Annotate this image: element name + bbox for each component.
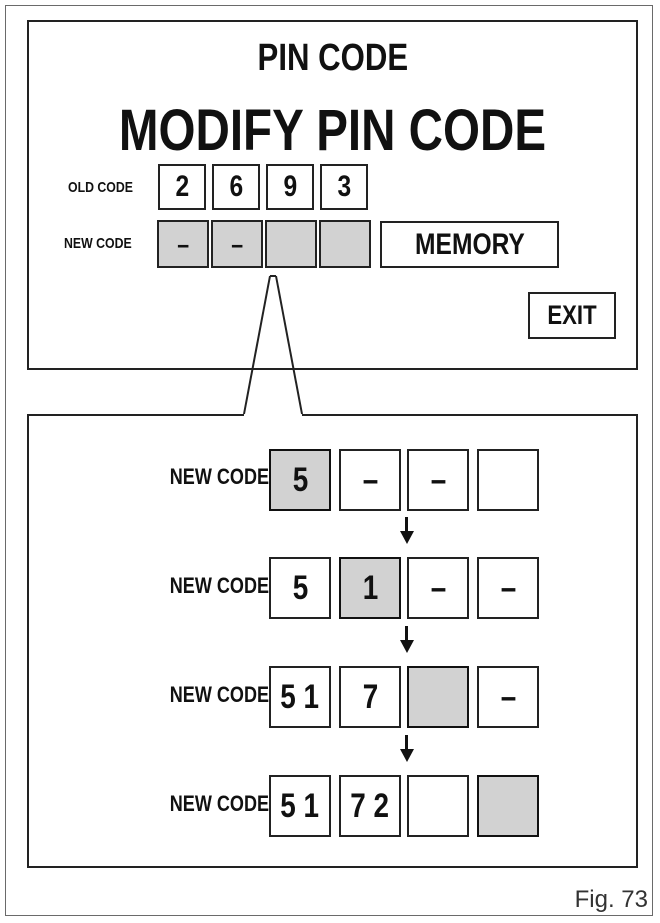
figure-label: Fig. 73 — [574, 886, 648, 913]
step-2-label: NEW CODE — [169, 573, 269, 598]
old-code-digit-4: 3 — [320, 164, 368, 210]
step-1-label: NEW CODE — [169, 464, 269, 489]
old-code-label: OLD CODE — [68, 179, 133, 196]
step-1-digit-4 — [477, 449, 539, 511]
exit-button[interactable]: EXIT — [528, 292, 616, 339]
step-4-digit-2: 7 2 — [339, 775, 401, 837]
step-1-digit-2: – — [339, 449, 401, 511]
old-code-digit-3: 9 — [266, 164, 314, 210]
screen-heading: MODIFY PIN CODE — [118, 98, 547, 163]
step-3-digit-4: – — [477, 666, 539, 728]
old-code-digit-1: 2 — [158, 164, 206, 210]
step-2-digit-2: 1 — [339, 557, 401, 619]
memory-button[interactable]: MEMORY — [380, 221, 559, 268]
new-code-label: NEW CODE — [64, 235, 132, 252]
new-code-digit-2[interactable]: – — [211, 220, 263, 268]
step-4-label: NEW CODE — [169, 791, 269, 816]
step-2-digit-1: 5 — [269, 557, 331, 619]
step-3-label: NEW CODE — [169, 682, 269, 707]
screen-title: PIN CODE — [257, 37, 408, 79]
step-3-digit-1: 5 1 — [269, 666, 331, 728]
step-1-digit-1: 5 — [269, 449, 331, 511]
new-code-digit-3[interactable] — [265, 220, 317, 268]
new-code-digit-4[interactable] — [319, 220, 371, 268]
step-4-digit-4 — [477, 775, 539, 837]
step-3-digit-3 — [407, 666, 469, 728]
new-code-digit-1[interactable]: – — [157, 220, 209, 268]
step-4-digit-1: 5 1 — [269, 775, 331, 837]
old-code-digit-2: 6 — [212, 164, 260, 210]
step-1-digit-3: – — [407, 449, 469, 511]
step-3-digit-2: 7 — [339, 666, 401, 728]
step-4-digit-3 — [407, 775, 469, 837]
step-2-digit-4: – — [477, 557, 539, 619]
step-2-digit-3: – — [407, 557, 469, 619]
figure-frame — [5, 5, 653, 916]
